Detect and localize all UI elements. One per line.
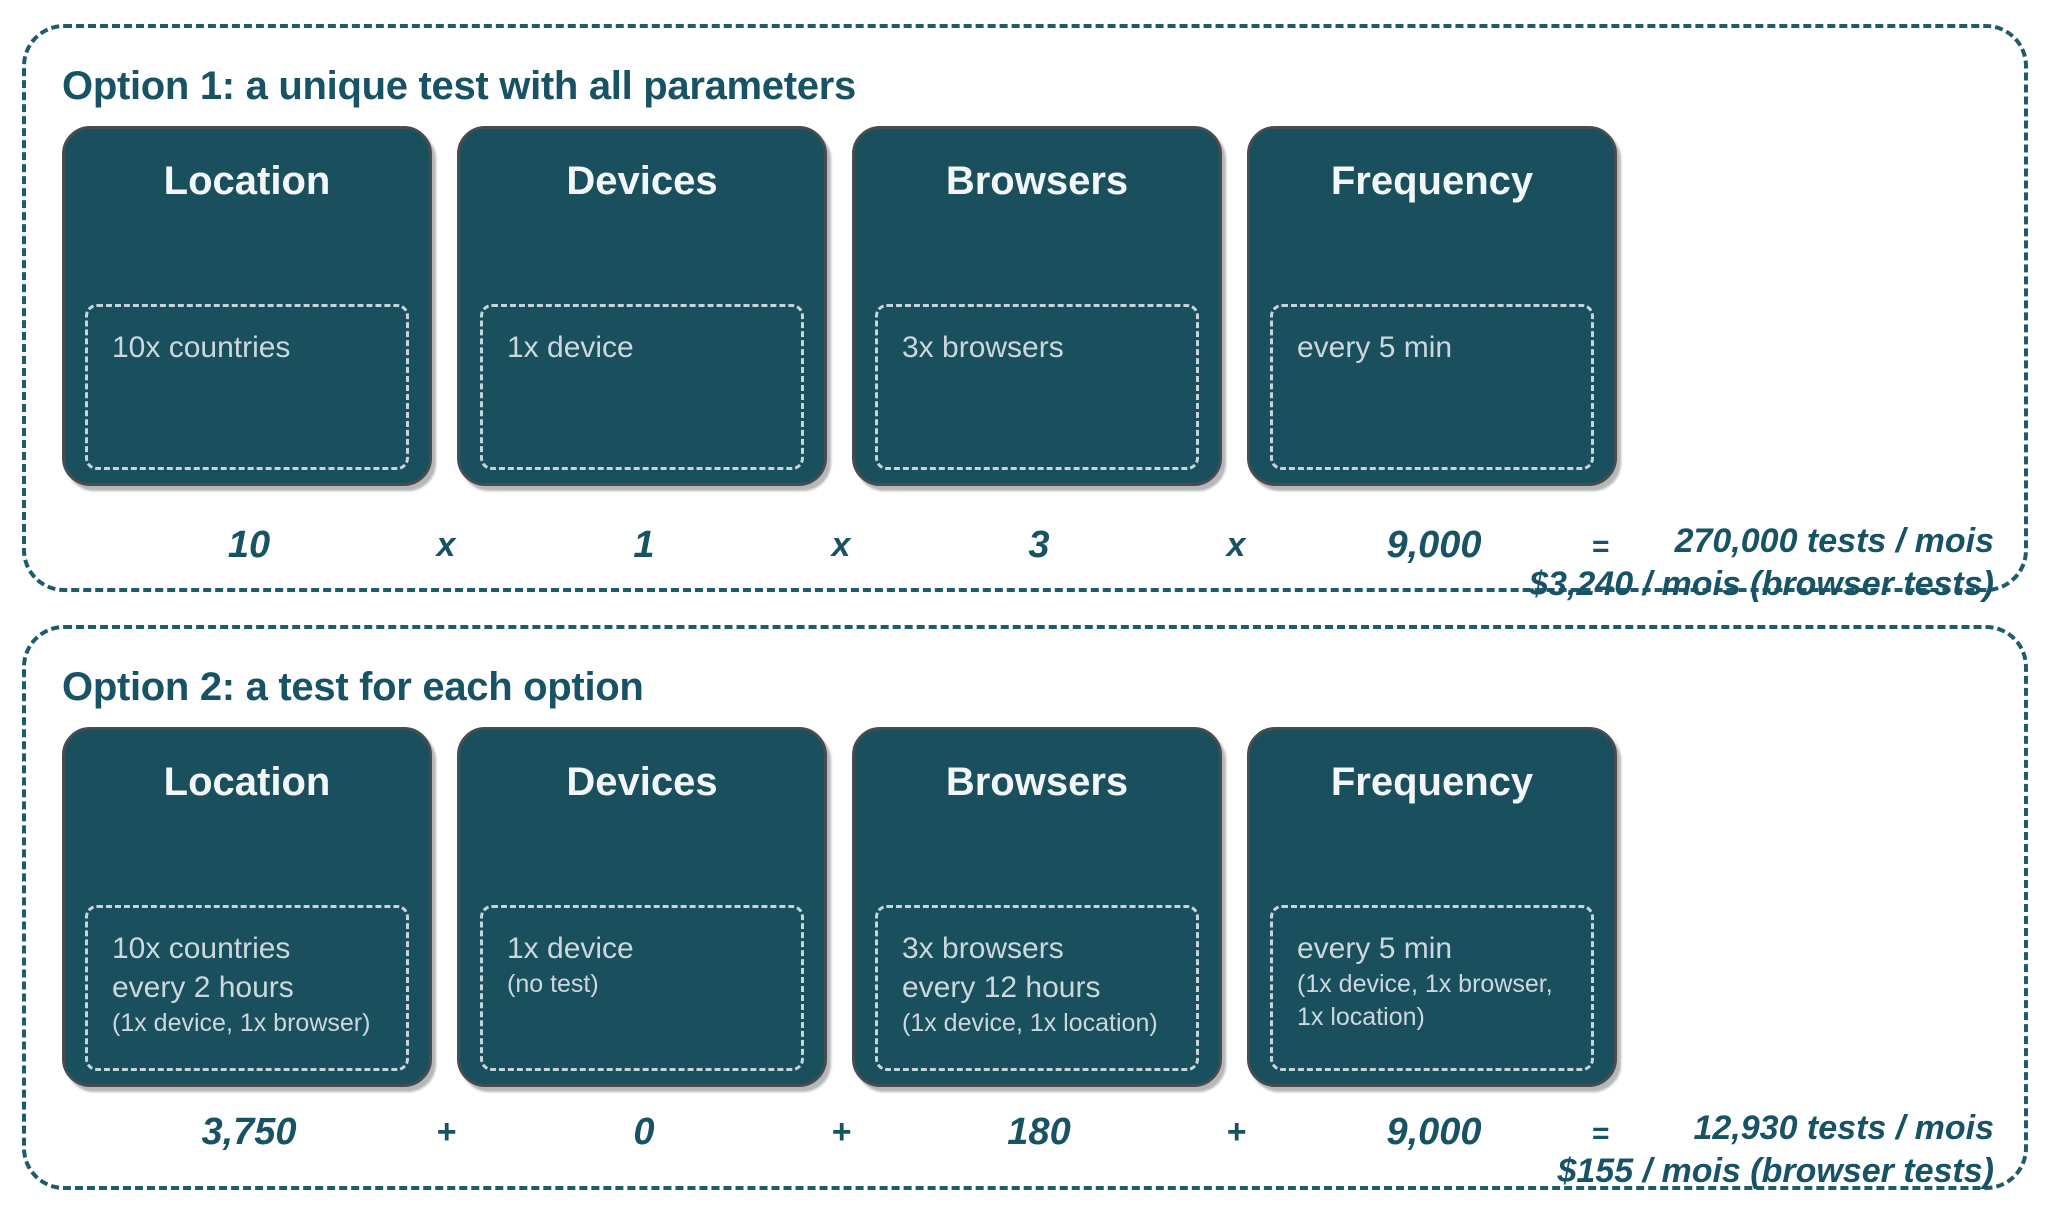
card-line: every 5 min (1297, 932, 1453, 965)
equation-value: 180 (1007, 1111, 1071, 1153)
equation-operator: + (831, 1113, 851, 1151)
equation-operator: + (1226, 1113, 1246, 1151)
card-line: every 2 hours (112, 971, 294, 1004)
card-inner-dashed-box: 10x countries every 2 hours (1x device, … (85, 905, 409, 1071)
equation-result: 12,930 tests / mois $155 / mois (browser… (1557, 1107, 1994, 1193)
card-title: Frequency (1330, 760, 1534, 804)
card-location: Location 10x countries (62, 126, 432, 486)
equation-value: 3 (1028, 524, 1050, 566)
card-inner-dashed-box: 3x browsers (875, 304, 1199, 470)
card-title: Devices (566, 159, 718, 203)
card-line: 3x browsers (902, 331, 1064, 364)
card-title: Location (163, 159, 331, 203)
equation-value: 10 (227, 524, 271, 566)
equation-value: 3,750 (201, 1111, 297, 1153)
card-line: (1x device, 1x browser, (1297, 970, 1553, 998)
equation-value: 9,000 (1386, 524, 1482, 566)
card-line: 1x location) (1297, 1003, 1425, 1031)
equals-sign: = (1592, 1117, 1610, 1150)
cards-row: Location 10x countries Devices 1x device… (62, 126, 1617, 486)
card-inner-dashed-box: every 5 min (1270, 304, 1594, 470)
card-line: 10x countries (112, 932, 291, 965)
equation-result: 270,000 tests / mois $3,240 / mois (brow… (1529, 520, 1994, 606)
equation-result-line-2: $155 / mois (browser tests) (1557, 1152, 1994, 1190)
section-title: Option 2: a test for each option (62, 665, 644, 709)
equation-result-line-1: 12,930 tests / mois (1693, 1109, 1994, 1147)
equation-operator: + (436, 1113, 456, 1151)
card-title: Frequency (1330, 159, 1534, 203)
card-line: 1x device (507, 932, 634, 965)
card-line: (1x device, 1x location) (902, 1009, 1158, 1037)
equation-value: 9,000 (1386, 1111, 1482, 1153)
section-title: Option 1: a unique test with all paramet… (62, 64, 856, 108)
card-frequency: Frequency every 5 min (1247, 126, 1617, 486)
card-line: every 12 hours (902, 971, 1101, 1004)
card-title: Browsers (945, 159, 1129, 203)
card-line: (no test) (507, 970, 599, 998)
card-devices: Devices 1x device (457, 126, 827, 486)
card-title: Location (163, 760, 331, 804)
card-frequency: Frequency every 5 min (1x device, 1x bro… (1247, 727, 1617, 1087)
equation-value: 0 (633, 1111, 655, 1153)
equation-operator: x (436, 526, 456, 564)
equation-result-line-2: $3,240 / mois (browser tests) (1529, 565, 1994, 603)
section-option-1: Option 1: a unique test with all paramet… (22, 24, 2028, 603)
equation-operator: x (831, 526, 851, 564)
equation-operator: x (1226, 526, 1246, 564)
cards-row: Location 10x countries every 2 hours (1x… (62, 727, 1617, 1087)
card-browsers: Browsers 3x browsers (852, 126, 1222, 486)
equation-row: 3,750 + 0 + 180 + 9,000 = 12,930 tests /… (26, 1109, 2024, 1211)
card-line: 1x device (507, 331, 634, 364)
card-title: Browsers (945, 760, 1129, 804)
section-option-2: Option 2: a test for each option Locatio… (22, 625, 2028, 1190)
card-inner-dashed-box: 3x browsers every 12 hours (1x device, 1… (875, 905, 1199, 1071)
card-line: (1x device, 1x browser) (112, 1009, 371, 1037)
card-devices: Devices 1x device (no test) (457, 727, 827, 1087)
card-line: 3x browsers (902, 932, 1064, 965)
equation-row: 10 x 1 x 3 x 9,000 = 270,000 tests / moi… (26, 522, 2024, 624)
card-browsers: Browsers 3x browsers every 12 hours (1x … (852, 727, 1222, 1087)
card-inner-dashed-box: 1x device (480, 304, 804, 470)
card-line: 10x countries (112, 331, 291, 364)
card-title: Devices (566, 760, 718, 804)
card-line: every 5 min (1297, 331, 1453, 364)
card-location: Location 10x countries every 2 hours (1x… (62, 727, 432, 1087)
card-inner-dashed-box: 1x device (no test) (480, 905, 804, 1071)
equals-sign: = (1592, 530, 1610, 563)
equation-value: 1 (633, 524, 655, 566)
card-inner-dashed-box: every 5 min (1x device, 1x browser, 1x l… (1270, 905, 1594, 1071)
equation-result-line-1: 270,000 tests / mois (1674, 522, 1994, 560)
card-inner-dashed-box: 10x countries (85, 304, 409, 470)
